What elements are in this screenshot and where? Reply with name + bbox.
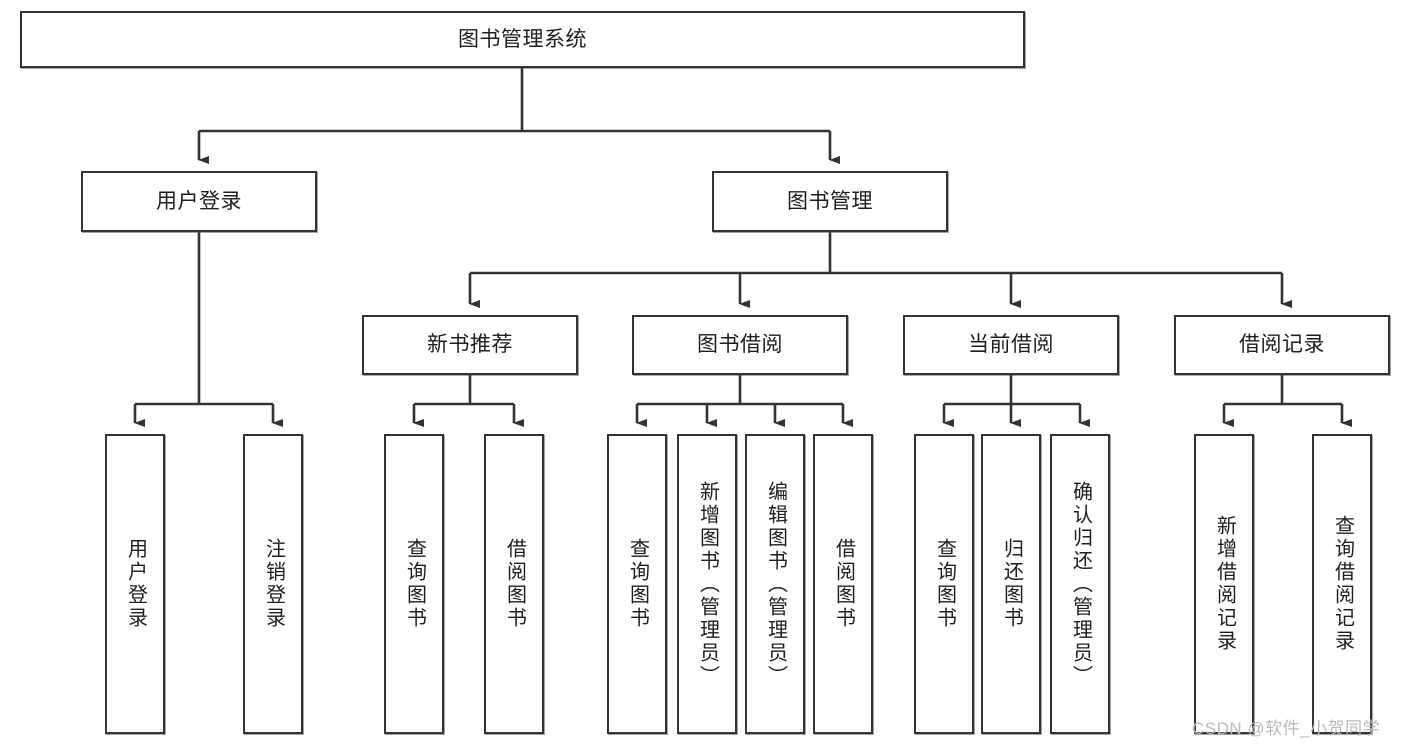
- node-new-book-recommend[interactable]: 新书推荐: [362, 315, 578, 375]
- node-label: 归还图书: [1000, 538, 1023, 630]
- node-label: 图书管理系统: [458, 27, 587, 51]
- leaf-borrow-record-query-record[interactable]: 查询借阅记录: [1312, 434, 1372, 734]
- leaf-current-borrow-confirm-return-admin[interactable]: 确认归还（管理员）: [1050, 434, 1110, 734]
- node-label: 用户登录: [156, 189, 242, 213]
- edges-newbook-to-leaves: [412, 375, 524, 427]
- edges-bookborrow-to-leaves: [635, 375, 853, 427]
- edges-currentborrow-to-leaves: [942, 375, 1090, 427]
- node-label: 新增图书（管理员）: [696, 480, 719, 688]
- node-label: 注销登录: [262, 538, 285, 630]
- leaf-user-login-logout[interactable]: 注销登录: [243, 434, 303, 734]
- csdn-watermark: CSDN @软件_小贺同学: [1192, 719, 1381, 738]
- leaf-book-borrow-add-book-admin[interactable]: 新增图书（管理员）: [677, 434, 737, 734]
- node-label: 借阅记录: [1239, 333, 1325, 357]
- edges-root-to-level2: [197, 68, 840, 164]
- node-user-login[interactable]: 用户登录: [81, 171, 317, 232]
- node-label: 查询图书: [933, 538, 956, 630]
- node-label: 查询图书: [403, 538, 426, 630]
- leaf-book-borrow-edit-book-admin[interactable]: 编辑图书（管理员）: [745, 434, 805, 734]
- node-book-borrow[interactable]: 图书借阅: [632, 315, 848, 375]
- node-label: 新增借阅记录: [1213, 515, 1236, 653]
- node-label: 借阅图书: [503, 538, 526, 630]
- leaf-book-borrow-borrow-book[interactable]: 借阅图书: [813, 434, 873, 734]
- node-borrow-record[interactable]: 借阅记录: [1174, 315, 1390, 375]
- node-book-management[interactable]: 图书管理: [712, 171, 948, 232]
- node-label: 查询图书: [626, 538, 649, 630]
- node-label: 查询借阅记录: [1331, 515, 1354, 653]
- edges-bookmgmt-to-level3: [468, 232, 1292, 308]
- node-label: 确认归还（管理员）: [1069, 480, 1092, 688]
- node-root-book-management-system[interactable]: 图书管理系统: [20, 11, 1025, 68]
- node-label: 当前借阅: [968, 333, 1054, 357]
- edges-borrowrecord-to-leaves: [1222, 375, 1352, 427]
- node-label: 借阅图书: [832, 538, 855, 630]
- edges-userlogin-to-leaves: [133, 232, 283, 427]
- node-label: 编辑图书（管理员）: [764, 480, 787, 688]
- node-label: 图书管理: [787, 189, 873, 213]
- leaf-current-borrow-query-book[interactable]: 查询图书: [914, 434, 974, 734]
- node-label: 新书推荐: [427, 333, 513, 357]
- leaf-current-borrow-return-book[interactable]: 归还图书: [981, 434, 1041, 734]
- node-label: 用户登录: [124, 538, 147, 630]
- leaf-new-book-borrow-book[interactable]: 借阅图书: [484, 434, 544, 734]
- leaf-user-login-login[interactable]: 用户登录: [105, 434, 165, 734]
- node-current-borrow[interactable]: 当前借阅: [903, 315, 1119, 375]
- node-label: 图书借阅: [697, 333, 783, 357]
- leaf-new-book-query-book[interactable]: 查询图书: [384, 434, 444, 734]
- leaf-borrow-record-add-record[interactable]: 新增借阅记录: [1194, 434, 1254, 734]
- leaf-book-borrow-query-book[interactable]: 查询图书: [607, 434, 667, 734]
